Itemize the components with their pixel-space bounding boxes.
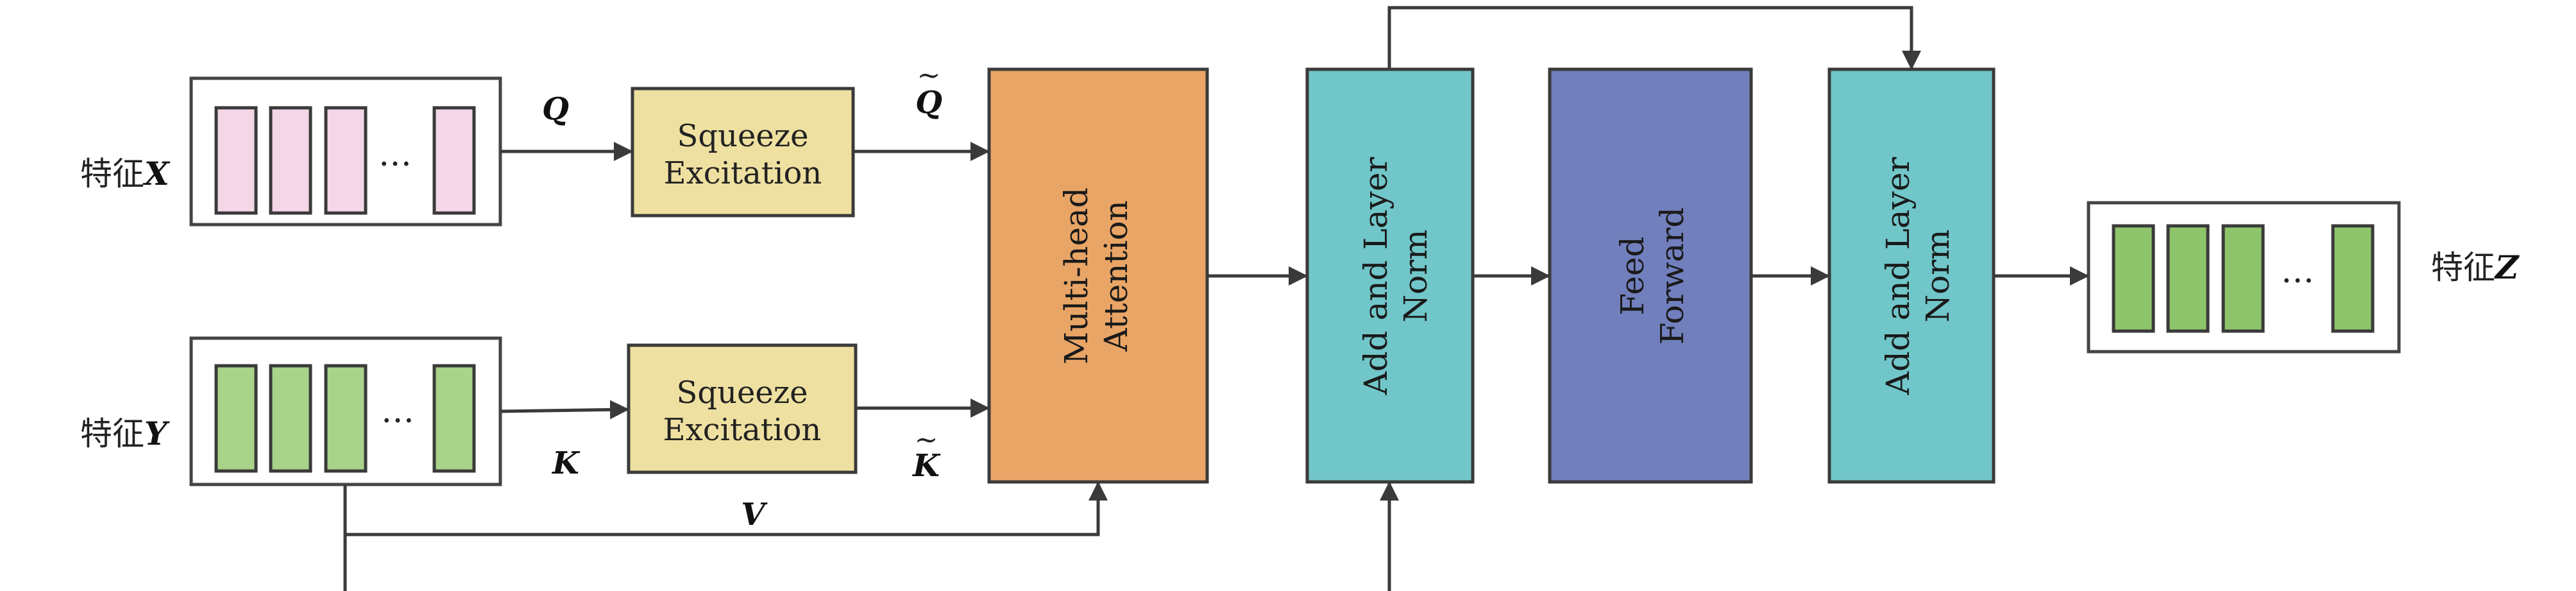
arrow-v-to-attention <box>343 481 1108 536</box>
feed-forward-box <box>1548 67 1753 484</box>
feed-forward-block: Feed Forward <box>1548 67 1753 484</box>
se-bottom-line2: Excitation <box>663 412 822 448</box>
ellipsis-y: … <box>381 392 414 431</box>
se-top-line2: Excitation <box>664 155 822 191</box>
attention-block: Multi-head Attention <box>987 67 1209 484</box>
label-v: V <box>741 497 768 533</box>
arrow-residual-to-norm1 <box>343 481 1399 591</box>
token-x-1 <box>214 106 258 215</box>
add-norm-2-line1: Add and Layer <box>1879 157 1917 396</box>
ellipsis-z: … <box>2281 252 2314 291</box>
attention-line2: Attention <box>1097 200 1135 352</box>
arrow-y-to-se <box>500 400 629 420</box>
input-x-group: 特征X … <box>80 76 502 227</box>
input-y-group: 特征Y … <box>80 336 502 486</box>
token-x-3 <box>324 106 368 215</box>
attention-box <box>987 67 1209 484</box>
input-y-label: 特征Y <box>80 415 170 452</box>
token-z-1 <box>2112 224 2155 333</box>
ellipsis-x: … <box>378 135 412 174</box>
output-z-label: 特征Z <box>2431 248 2520 286</box>
token-y-2 <box>269 364 312 473</box>
token-x-n <box>432 106 476 215</box>
output-z-group: … 特征Z <box>2087 201 2520 354</box>
add-norm-1-line1: Add and Layer <box>1357 157 1394 396</box>
add-norm-2-line2: Norm <box>1919 229 1956 322</box>
se-top-box <box>631 87 855 218</box>
se-block-bottom: Squeeze Excitation <box>627 343 858 474</box>
arrow-skip-norm1-to-norm2 <box>1387 6 1921 70</box>
add-norm-block-2: Add and Layer Norm <box>1827 67 1996 484</box>
token-y-1 <box>214 364 258 473</box>
tilde-k-mark: ~ <box>915 424 938 456</box>
token-y-n <box>432 364 476 473</box>
add-norm-1-box <box>1305 67 1475 484</box>
token-y-3 <box>324 364 368 473</box>
se-top-line1: Squeeze <box>677 118 808 154</box>
token-x-2 <box>269 106 312 215</box>
feed-forward-line2: Forward <box>1654 207 1691 345</box>
attention-line1: Multi-head <box>1058 187 1095 364</box>
se-block-top: Squeeze Excitation <box>631 87 855 218</box>
label-q: Q <box>542 91 569 127</box>
tilde-q-mark: ~ <box>917 59 941 92</box>
token-z-n <box>2331 224 2375 333</box>
add-norm-1-line2: Norm <box>1397 229 1434 322</box>
token-z-2 <box>2166 224 2210 333</box>
add-norm-block-1: Add and Layer Norm <box>1305 67 1475 484</box>
connectors <box>343 6 2089 591</box>
input-x-label: 特征X <box>80 155 171 193</box>
feed-forward-line1: Feed <box>1614 236 1651 315</box>
edge-labels: Q K V Q ~ K ~ <box>542 59 942 533</box>
se-bottom-line1: Squeeze <box>676 375 808 411</box>
token-z-3 <box>2221 224 2265 333</box>
label-k-tilde: K <box>911 448 941 484</box>
label-q-tilde: Q <box>915 85 942 121</box>
label-k: K <box>551 445 580 481</box>
